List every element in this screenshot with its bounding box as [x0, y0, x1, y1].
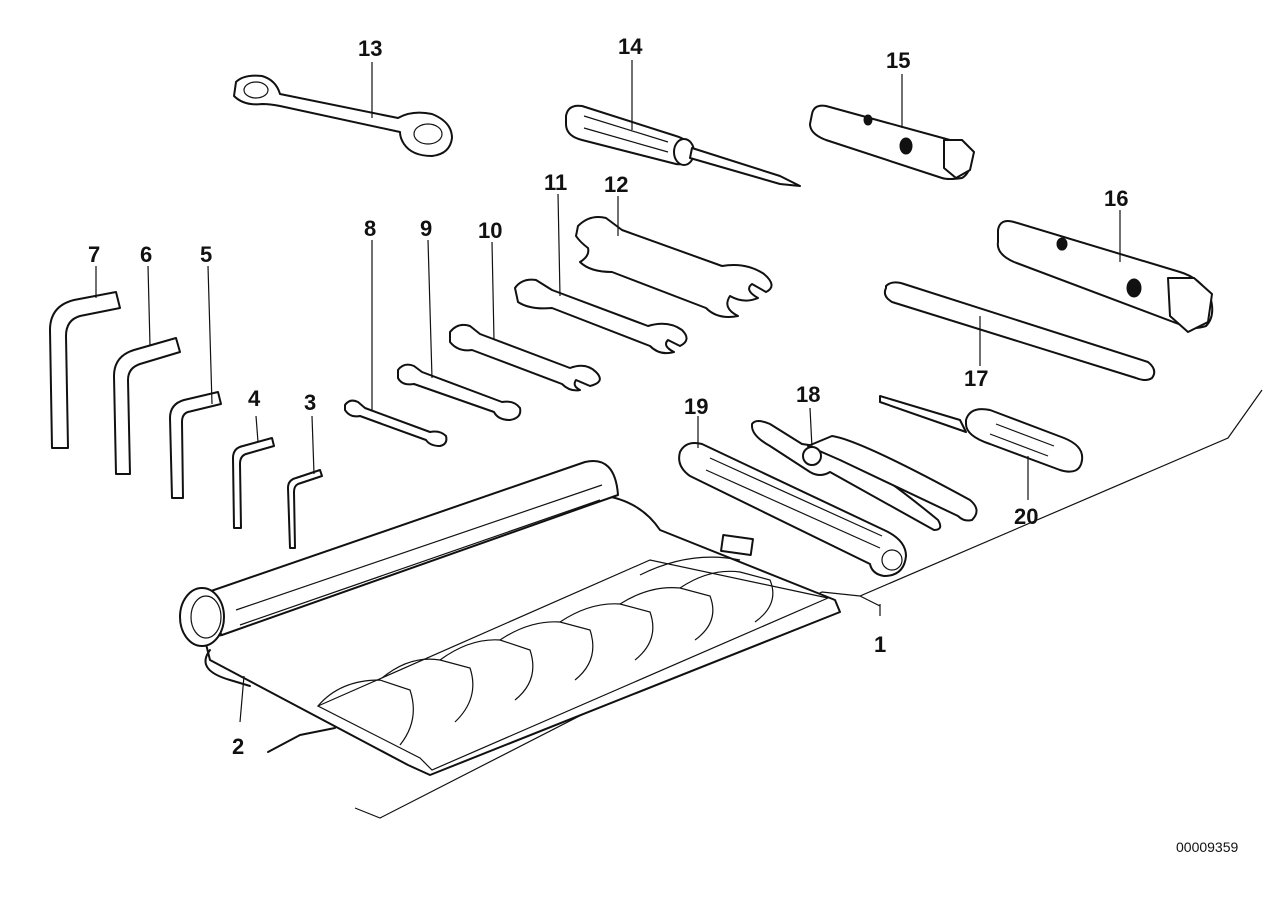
callout-2: 2 [232, 734, 244, 759]
hook-wrench-icon [678, 442, 907, 577]
callout-14: 14 [618, 34, 643, 59]
hex-key-icon [113, 337, 181, 475]
callout-4: 4 [248, 386, 261, 411]
callout-6: 6 [140, 242, 152, 267]
callout-19: 19 [684, 394, 708, 419]
tool-kit-base-icon [354, 389, 1263, 819]
open-end-wrench-icon [344, 399, 448, 447]
callout-15: 15 [886, 48, 910, 73]
hex-key-icon [287, 469, 323, 549]
callout-7: 7 [88, 242, 100, 267]
tool-roll-bag-icon [179, 459, 841, 776]
socket-wrench-icon [809, 104, 975, 180]
callout-11: 11 [544, 170, 567, 195]
callout-9: 9 [420, 216, 432, 241]
open-end-wrench-icon [514, 278, 688, 355]
combination-wrench-icon [233, 74, 453, 157]
tommy-bar-icon [883, 281, 1156, 381]
callout-5: 5 [200, 242, 212, 267]
callout-labels: 1 2 3 4 5 6 7 8 9 10 11 12 13 14 15 16 1… [88, 34, 1128, 759]
screwdriver-icon [565, 104, 801, 187]
open-end-wrench-icon [575, 216, 773, 318]
callout-17: 17 [964, 366, 988, 391]
callout-18: 18 [796, 382, 820, 407]
hex-key-icon [169, 391, 222, 499]
hex-key-icon [232, 437, 275, 529]
callout-12: 12 [604, 172, 628, 197]
hex-key-icon [49, 291, 121, 449]
screwdriver-icon [879, 395, 1084, 473]
callout-13: 13 [358, 36, 382, 61]
pliers-icon [751, 420, 978, 531]
open-end-wrench-icon [449, 323, 601, 392]
document-number: 00009359 [1176, 839, 1239, 855]
open-end-wrench-icon [397, 363, 522, 421]
callout-1: 1 [874, 632, 886, 657]
callout-10: 10 [478, 218, 502, 243]
callout-8: 8 [364, 216, 376, 241]
callout-3: 3 [304, 390, 316, 415]
callout-20: 20 [1014, 504, 1038, 529]
callout-16: 16 [1104, 186, 1128, 211]
socket-wrench-icon [996, 220, 1214, 333]
leader-lines [95, 60, 1121, 723]
